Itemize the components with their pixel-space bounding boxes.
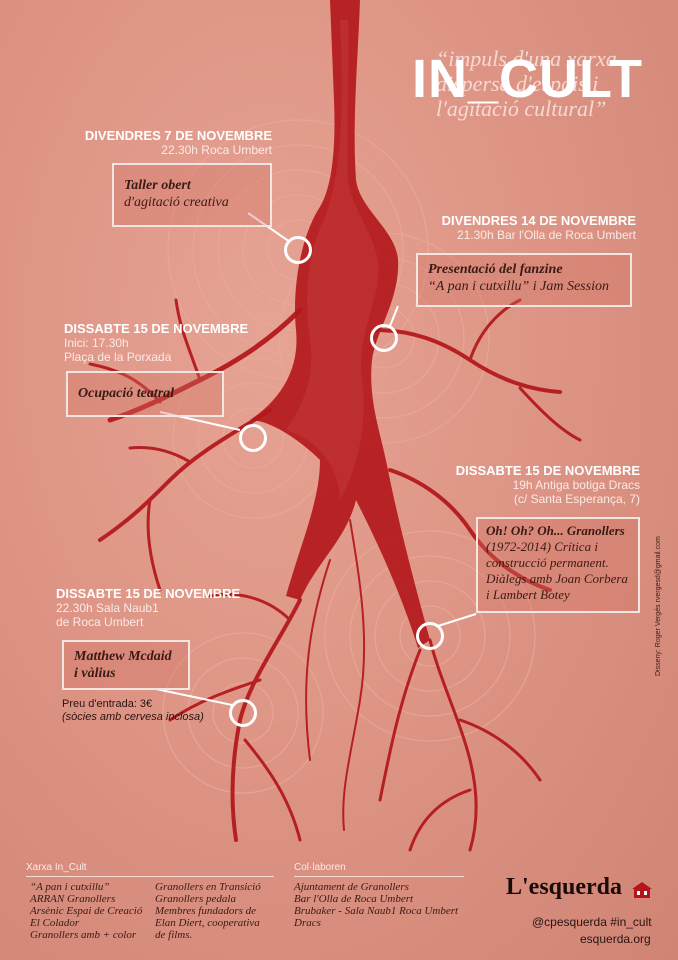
- marker-circle: [416, 622, 444, 650]
- ticket-price: Preu d'entrada: 3€: [62, 698, 153, 710]
- tagline-line: l'agitació cultural”: [436, 96, 607, 121]
- divider: [26, 876, 274, 877]
- tagline-line: dispersa d'espais i: [436, 71, 599, 96]
- event-3-box: Ocupació teatral: [66, 371, 224, 417]
- tagline-quote: “impuls d'una xarxa dispersa d'espais i …: [436, 46, 666, 121]
- event-1-box: Taller obert d'agitació creativa: [112, 163, 272, 227]
- list-item: Elan Diert, cooperativa: [155, 917, 260, 929]
- event-info: 22.30h Roca Umbert: [161, 143, 272, 157]
- event-info: Plaça de la Porxada: [64, 350, 172, 364]
- event-info: Inici: 17.30h: [64, 336, 129, 350]
- list-item: Granollers pedala: [155, 893, 236, 905]
- event-4-header: DISSABTE 15 DE NOVEMBRE 19h Antiga botig…: [440, 463, 640, 506]
- list-item: de films.: [155, 929, 193, 941]
- design-credit: Disseny: Roger Vergés rvergesd@gmail.com: [655, 536, 662, 676]
- collab-heading: Col·laboren: [294, 862, 346, 873]
- website-link[interactable]: esquerda.org: [580, 932, 651, 946]
- event-title: Presentació del fanzine: [428, 262, 563, 277]
- list-item: Membres fundadors de: [155, 905, 257, 917]
- event-subtitle: “A pan i cutxillu” i Jam Session: [428, 279, 609, 294]
- tagline-line: “impuls d'una xarxa: [436, 46, 617, 71]
- marker-circle: [229, 699, 257, 727]
- event-5-header: DISSABTE 15 DE NOVEMBRE 22.30h Sala Naub…: [56, 586, 256, 629]
- list-item: Granollers amb + color: [30, 929, 137, 941]
- social-handles: @cpesquerda #in_cult: [532, 915, 652, 929]
- marker-circle: [239, 424, 267, 452]
- list-item: Ajuntament de Granollers: [294, 881, 409, 893]
- list-item: El Colador: [30, 917, 80, 929]
- event-date: DIVENDRES 7 DE NOVEMBRE: [84, 128, 272, 143]
- xarxa-heading: Xarxa In_Cult: [26, 862, 87, 873]
- event-title: Taller obert: [124, 178, 191, 193]
- event-line: i Lambert Botey: [486, 587, 570, 602]
- list-item: Dracs: [294, 917, 321, 929]
- event-date: DISSABTE 15 DE NOVEMBRE: [455, 463, 640, 478]
- list-item: “A pan i cutxillu”: [30, 881, 110, 893]
- event-line: Diàlegs amb Joan Corbera: [486, 571, 628, 586]
- list-item: Brubaker - Sala Naub1 Roca Umbert: [294, 905, 459, 917]
- ticket-price-note: (sòcies amb cervesa inclosa): [62, 711, 204, 723]
- event-info: 19h Antiga botiga Dracs: [512, 478, 640, 492]
- list-item: ARRAN Granollers: [30, 893, 116, 905]
- marker-circle: [284, 236, 312, 264]
- event-title: Matthew Mcdaid: [74, 649, 172, 664]
- event-info: 21.30h Bar l'Olla de Roca Umbert: [456, 228, 636, 242]
- event-date: DISSABTE 15 DE NOVEMBRE: [64, 321, 249, 336]
- collab-list: Ajuntament de Granollers Bar l'Olla de R…: [294, 881, 458, 929]
- list-item: Arsènic Espai de Creació: [30, 905, 143, 917]
- house-icon: [632, 882, 652, 898]
- event-5-box: Matthew Mcdaid i vàlius: [62, 640, 190, 690]
- event-subtitle: i vàlius: [74, 666, 116, 681]
- event-subtitle: d'agitació creativa: [124, 195, 229, 210]
- event-3-header: DISSABTE 15 DE NOVEMBRE Inici: 17.30h Pl…: [64, 321, 264, 364]
- event-4-box: Oh! Oh? Oh... Granollers (1972-2014) Crí…: [476, 517, 640, 613]
- event-date: DISSABTE 15 DE NOVEMBRE: [56, 586, 241, 601]
- event-info: (c/ Santa Esperança, 7): [513, 492, 640, 506]
- event-line: construcció permanent.: [486, 555, 609, 570]
- list-item: Granollers en Transició: [155, 881, 261, 893]
- esquerda-logo: L'esquerda: [506, 874, 623, 900]
- event-date: DIVENDRES 14 DE NOVEMBRE: [441, 213, 636, 228]
- event-2-box: Presentació del fanzine “A pan i cutxill…: [416, 253, 632, 307]
- divider: [294, 876, 464, 877]
- event-title: Ocupació teatral: [78, 386, 175, 401]
- event-info: 22.30h Sala Naub1: [56, 601, 159, 615]
- event-title: Oh! Oh? Oh... Granollers: [486, 523, 625, 538]
- xarxa-list-1: “A pan i cutxillu” ARRAN Granollers Arsè…: [30, 881, 142, 941]
- list-item: Bar l'Olla de Roca Umbert: [294, 893, 414, 905]
- event-line: (1972-2014) Crítica i: [486, 539, 598, 554]
- marker-circle: [370, 324, 398, 352]
- event-1-header: DIVENDRES 7 DE NOVEMBRE 22.30h Roca Umbe…: [60, 128, 272, 157]
- poster-title: IN_CULT: [412, 49, 643, 109]
- xarxa-list-2: Granollers en Transició Granollers pedal…: [155, 881, 261, 941]
- event-2-header: DIVENDRES 14 DE NOVEMBRE 21.30h Bar l'Ol…: [400, 213, 636, 242]
- event-info: de Roca Umbert: [56, 615, 144, 629]
